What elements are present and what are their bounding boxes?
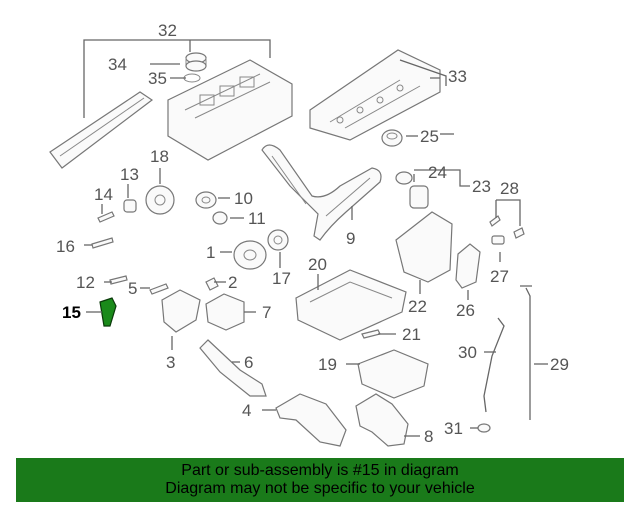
part-valve-cover-gasket-right xyxy=(309,49,441,141)
part-crankshaft-pulley xyxy=(233,240,267,270)
part-bracket-8 xyxy=(355,393,409,447)
callout-19: 19 xyxy=(318,355,337,374)
callout-1: 1 xyxy=(206,243,215,262)
callout-10: 10 xyxy=(234,189,253,208)
callout-4: 4 xyxy=(242,401,251,420)
callout-21: 21 xyxy=(402,325,421,344)
callout-27: 27 xyxy=(490,267,509,286)
callout-12: 12 xyxy=(76,273,95,292)
callout-23: 23 xyxy=(472,177,491,196)
part-sensor-26 xyxy=(455,243,481,289)
callout-29: 29 xyxy=(550,355,569,374)
callout-20: 20 xyxy=(308,255,327,274)
part-timing-cover-7 xyxy=(205,293,245,331)
part-fitting-27 xyxy=(491,235,505,245)
callout-17: 17 xyxy=(272,269,291,288)
part-valve-cover-gasket-strip xyxy=(49,91,154,169)
callout-33: 33 xyxy=(448,67,467,86)
callout-35: 35 xyxy=(148,69,167,88)
part-crankshaft-gear xyxy=(267,229,289,251)
part-tensioner-pulley xyxy=(195,191,217,209)
part-bracket-4 xyxy=(275,393,347,447)
part-oil-cap xyxy=(183,52,207,83)
part-oil-pan-upper xyxy=(295,269,407,341)
callout-28: 28 xyxy=(500,179,519,198)
part-fittings-28 xyxy=(489,215,525,239)
part-bolt-12 xyxy=(109,275,128,285)
part-oil-pan-lower xyxy=(357,349,429,399)
part-bolt-14 xyxy=(97,211,115,223)
callout-16: 16 xyxy=(56,237,75,256)
callout-25: 25 xyxy=(420,127,439,146)
callout-31: 31 xyxy=(444,419,463,438)
callout-30: 30 xyxy=(458,343,477,362)
callout-7: 7 xyxy=(262,303,271,322)
part-nut-11 xyxy=(212,211,228,225)
part-plug xyxy=(381,129,403,147)
banner-line-2: Diagram may not be specific to your vehi… xyxy=(165,480,475,497)
callout-5: 5 xyxy=(128,279,137,298)
callout-32: 32 xyxy=(158,21,177,40)
part-camshaft-gear xyxy=(145,185,175,215)
part-dipstick xyxy=(520,285,532,420)
part-oil-pump xyxy=(395,211,453,283)
callout-6: 6 xyxy=(244,353,253,372)
callout-3: 3 xyxy=(166,353,175,372)
part-dipstick-tube xyxy=(483,317,505,413)
part-seal-31 xyxy=(477,423,491,433)
callout-11: 11 xyxy=(248,209,266,228)
callout-14: 14 xyxy=(94,185,113,204)
info-banner: Part or sub-assembly is #15 in diagram D… xyxy=(16,458,624,502)
banner-line-1: Part or sub-assembly is #15 in diagram xyxy=(181,462,459,479)
part-oil-filter xyxy=(395,171,429,209)
part-timing-belt xyxy=(261,144,382,241)
callout-34: 34 xyxy=(108,55,127,74)
callout-8: 8 xyxy=(424,427,433,446)
part-valve-cover xyxy=(167,59,293,161)
callout-24: 24 xyxy=(428,163,447,182)
callout-22: 22 xyxy=(408,297,427,316)
part-timing-cover-3 xyxy=(161,289,201,333)
callout-15: 15 xyxy=(62,303,81,322)
callout-26: 26 xyxy=(456,301,475,320)
part-bolt-16 xyxy=(91,237,114,249)
callout-18: 18 xyxy=(150,147,169,166)
part-gasket-21 xyxy=(361,329,381,339)
part-bolt-2 xyxy=(205,277,219,291)
callout-13: 13 xyxy=(120,165,139,184)
part-timing-cover-6 xyxy=(199,339,267,397)
parts-diagram: 32 34 35 33 25 18 13 14 10 11 24 23 28 9… xyxy=(49,21,569,447)
callout-2: 2 xyxy=(228,273,237,292)
part-sleeve xyxy=(123,199,137,213)
callout-9: 9 xyxy=(346,229,355,248)
part-15-highlighted xyxy=(99,297,117,327)
part-screw-5 xyxy=(149,283,169,295)
leader-lines xyxy=(83,39,548,437)
